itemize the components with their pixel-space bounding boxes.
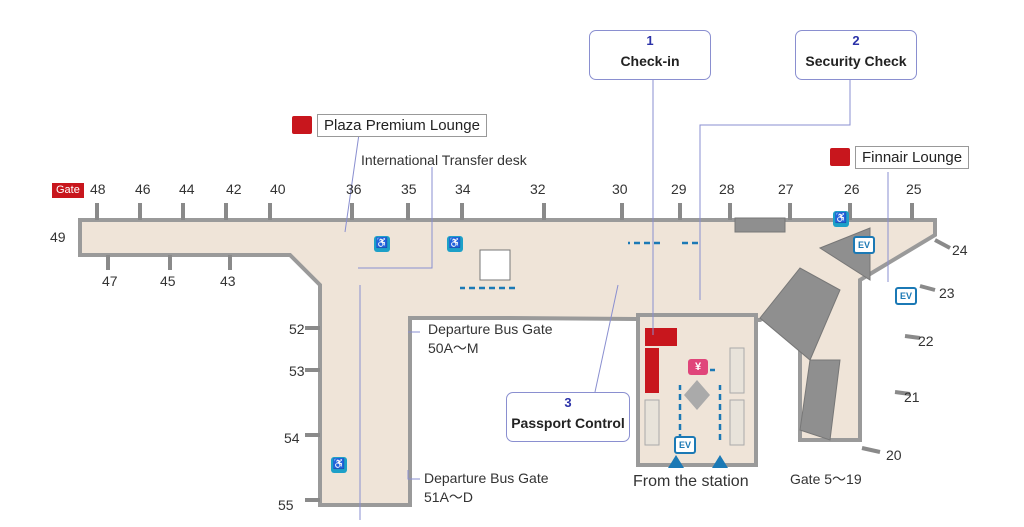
step-checkin-callout[interactable]: 1 Check-in <box>589 30 711 80</box>
gate-54-label: 54 <box>284 430 300 446</box>
gate-52-label: 52 <box>289 321 305 337</box>
restroom-icon: ♿ <box>447 236 463 252</box>
finnair-lounge-label[interactable]: Finnair Lounge <box>855 146 970 169</box>
gate-47-label: 47 <box>102 273 118 289</box>
bus-gate-m-label-line2: 50A～M <box>428 340 479 356</box>
step-1-label: Check-in <box>620 53 680 69</box>
gate-35-label: 35 <box>401 181 417 197</box>
step-3-number: 3 <box>564 395 572 410</box>
gate-45-label: 45 <box>160 273 176 289</box>
gate-stubs <box>95 203 951 502</box>
gate-26-label: 26 <box>844 181 860 197</box>
gate-44-label: 44 <box>179 181 195 197</box>
restroom-icon: ♿ <box>833 211 849 227</box>
gate-55-label: 55 <box>278 497 294 513</box>
gate-36-label: 36 <box>346 181 362 197</box>
from-station-label: From the station <box>633 473 749 490</box>
gate-23-label: 23 <box>939 285 955 301</box>
gate-28-label: 28 <box>719 181 735 197</box>
leader-lines <box>344 80 889 520</box>
gate-53-label: 53 <box>289 363 305 379</box>
elevator-icon: EV <box>674 436 696 454</box>
concourse-floor <box>78 218 937 507</box>
step-2-number: 2 <box>852 33 860 48</box>
gate-25-label: 25 <box>906 181 922 197</box>
lounge-icon <box>292 116 312 134</box>
gate-30-label: 30 <box>612 181 628 197</box>
gate-42-label: 42 <box>226 181 242 197</box>
lounge-icon <box>830 148 850 166</box>
restroom-icon: ♿ <box>331 457 347 473</box>
gate-20-label: 20 <box>886 447 902 463</box>
gate-29-label: 29 <box>671 181 687 197</box>
gate-32-label: 32 <box>530 181 546 197</box>
gate-46-label: 46 <box>135 181 151 197</box>
gate-43-label: 43 <box>220 273 236 289</box>
currency-exchange-icon: ¥ <box>688 359 708 375</box>
plaza-premium-lounge-label[interactable]: Plaza Premium Lounge <box>317 114 487 137</box>
bus-gate-d-label-line2: 51A～D <box>424 489 474 505</box>
gate-24-label: 24 <box>952 242 968 258</box>
elevator-icon: EV <box>895 287 917 305</box>
gate-legend-badge: Gate <box>52 183 84 198</box>
gate-21-label: 21 <box>904 389 920 405</box>
step-2-label: Security Check <box>805 53 907 69</box>
building-blocks <box>479 217 871 441</box>
gate-49-label: 49 <box>50 229 66 245</box>
bus-gate-m-label-line1: Departure Bus Gate <box>428 321 553 337</box>
transfer-desk-label: International Transfer desk <box>361 152 527 168</box>
station-hall <box>636 313 758 468</box>
gate-range-label: Gate 5～19 <box>790 471 862 487</box>
step-3-label: Passport Control <box>511 415 625 431</box>
gate-34-label: 34 <box>455 181 471 197</box>
gate-48-label: 48 <box>90 181 106 197</box>
gate-40-label: 40 <box>270 181 286 197</box>
elevator-icon: EV <box>853 236 875 254</box>
bus-gate-d-label-line1: Departure Bus Gate <box>424 470 549 486</box>
step-passport-callout[interactable]: 3 Passport Control <box>506 392 630 442</box>
step-1-number: 1 <box>646 33 654 48</box>
gate-27-label: 27 <box>778 181 794 197</box>
restroom-icon: ♿ <box>374 236 390 252</box>
step-security-callout[interactable]: 2 Security Check <box>795 30 917 80</box>
gate-22-label: 22 <box>918 333 934 349</box>
